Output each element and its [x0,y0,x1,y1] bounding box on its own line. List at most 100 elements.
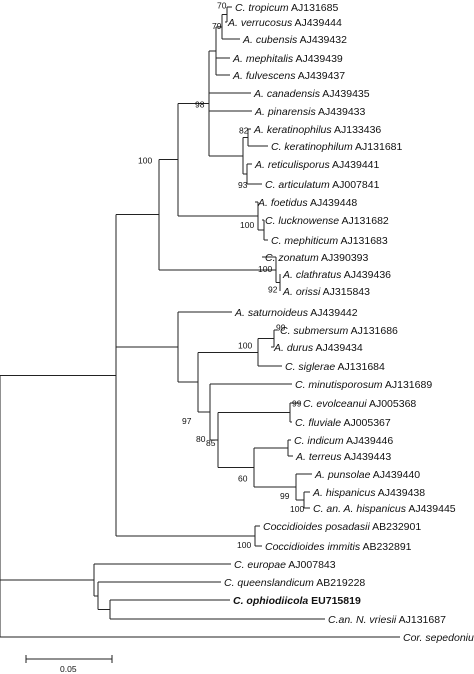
taxon-label-t15: C. zonatum AJ390393 [265,252,368,264]
taxon-accession: AJ439435 [320,88,370,100]
taxon-genus: C. [233,595,244,607]
taxon-genus: A. [232,53,243,65]
taxon-species: zonatum [276,252,319,264]
bootstrap-n_punsolae_group: 99 [280,491,290,501]
taxon-label-t29: C. an. A. hispanicus AJ439445 [313,503,456,515]
taxon-species: evolceanui [314,398,368,410]
taxon-species: vriesii [367,614,397,626]
bootstrap-n_keratinophilus_group: 82 [239,126,249,136]
taxon-species: orissi [293,286,321,298]
taxon-label-t4: A. mephitalis AJ439439 [232,53,343,65]
taxon-label-t6: A. canadensis AJ439435 [253,88,370,100]
taxon-genus: A. [257,197,268,209]
taxon-label-t11: C. articulatum AJ007841 [265,179,380,191]
taxon-accession: AJ131684 [335,361,385,373]
taxon-accession: AJ439445 [406,503,456,515]
taxon-label-t31: Coccidioides immitis AB232891 [265,541,412,553]
taxon-accession: AJ439438 [375,487,425,499]
taxon-accession: AB219228 [314,577,366,589]
scale-bar-label: 0.05 [60,664,77,674]
taxon-accession: AJ439448 [308,197,358,209]
taxon-label-t20: A. durus AJ439434 [273,342,363,354]
taxon-label-t17: A. orissi AJ315843 [282,286,370,298]
bootstrap-n_upper_main: 100 [138,156,152,166]
taxon-label-t3: A. cubensis AJ439432 [242,34,347,46]
taxon-genus: C. [280,325,291,337]
taxon-label-t13: C. lucknowense AJ131682 [265,215,389,227]
taxon-species: posadasii [323,521,371,533]
taxon-species: siglerae [296,361,336,373]
taxon-genus: C. [265,179,276,191]
taxon-genus: A. [282,269,293,281]
bootstrap-n_coccidioides_group: 100 [237,540,251,550]
taxon-label-t8: A. keratinophilus AJ133436 [253,124,381,136]
taxon-accession: AJ439440 [370,469,420,481]
taxon-accession: AJ131685 [289,2,339,14]
taxon-genus: C. [271,235,282,247]
taxon-genus: A. [273,342,284,354]
taxon-accession: AJ439432 [297,34,347,46]
taxon-accession: AJ439436 [341,269,391,281]
bootstrap-n_cubensis_group: 79 [212,21,222,31]
taxon-label-t10: A. reticulisporus AJ439441 [254,159,379,171]
taxon-species: pinarensis [265,106,317,118]
taxon-label-t23: C. evolceanui AJ005368 [303,398,416,410]
bootstrap-n_lower_main: 97 [182,416,192,426]
taxon-species: europae [245,559,287,571]
taxon-genus: C. [265,252,276,264]
scale-bar: 0.05 [25,655,113,674]
taxon-accession: AJ005367 [341,417,391,429]
taxon-label-t19: C. submersum AJ131686 [280,325,398,337]
taxon-genus: C.an. N. [328,614,367,626]
taxon-genus: A. [234,307,245,319]
taxon-species: durus [284,342,314,354]
taxon-species: verrucosus [238,17,293,29]
bootstrap-n_reticulisporus_group: 93 [238,180,248,190]
taxon-species: queenslandicum [235,577,315,589]
taxon-species: tropicum [246,2,289,14]
taxon-accession: AJ007841 [330,179,380,191]
taxon-accession: AJ131686 [348,325,398,337]
taxon-label-t34: C. ophiodiicola EU715819 [233,595,361,607]
taxon-label-t36: Cor. sepedonium AJ439447 [403,632,474,644]
taxon-species: keratinophilum [282,141,353,153]
tree-branches [0,6,400,638]
taxon-accession: AB232891 [360,541,412,553]
taxon-genus: A. [253,124,264,136]
taxon-genus: Cor. [403,632,422,644]
bootstrap-n_lower_inner: 80 [196,434,206,444]
taxon-label-t30: Coccidioides posadasii AB232901 [263,521,421,533]
taxon-genus: Coccidioides [265,541,325,553]
taxon-genus: C. [303,398,314,410]
taxon-genus: Coccidioides [263,521,323,533]
taxon-accession: AJ131683 [338,235,388,247]
taxon-genus: C. [235,2,246,14]
bootstrap-n_indicum_group: 60 [238,474,248,484]
taxon-genus: C. [285,361,296,373]
bootstrap-n_orissi_group: 92 [268,285,278,295]
taxon-label-t21: C. siglerae AJ131684 [285,361,385,373]
taxon-label-t18: A. saturnoideus AJ439442 [234,307,358,319]
bootstrap-values: 7079829398100100921009910099100996085809… [138,1,304,551]
taxon-accession: AJ007843 [286,559,336,571]
taxon-species: indicum [305,435,344,447]
taxon-species: hispanicus [323,487,376,499]
taxon-species: mephiticum [282,235,339,247]
taxon-species: foetidus [268,197,308,209]
taxon-genus: A. [314,469,325,481]
taxon-accession: AJ439442 [308,307,358,319]
taxon-accession: AJ439433 [316,106,366,118]
taxon-genus: A. [254,106,265,118]
taxon-accession: AJ133436 [332,124,382,136]
taxon-species: keratinophilus [264,124,332,136]
taxon-label-t26: A. terreus AJ439443 [295,451,391,463]
taxon-label-t16: A. clathratus AJ439436 [282,269,391,281]
taxon-label-t35: C.an. N. vriesii AJ131687 [328,614,446,626]
taxon-genus: A. [254,159,265,171]
taxon-accession: AJ439443 [342,451,392,463]
taxon-species: fulvescens [243,70,296,82]
bootstrap-n_hispanicus_group: 100 [290,504,304,514]
taxon-species: immitis [325,541,361,553]
